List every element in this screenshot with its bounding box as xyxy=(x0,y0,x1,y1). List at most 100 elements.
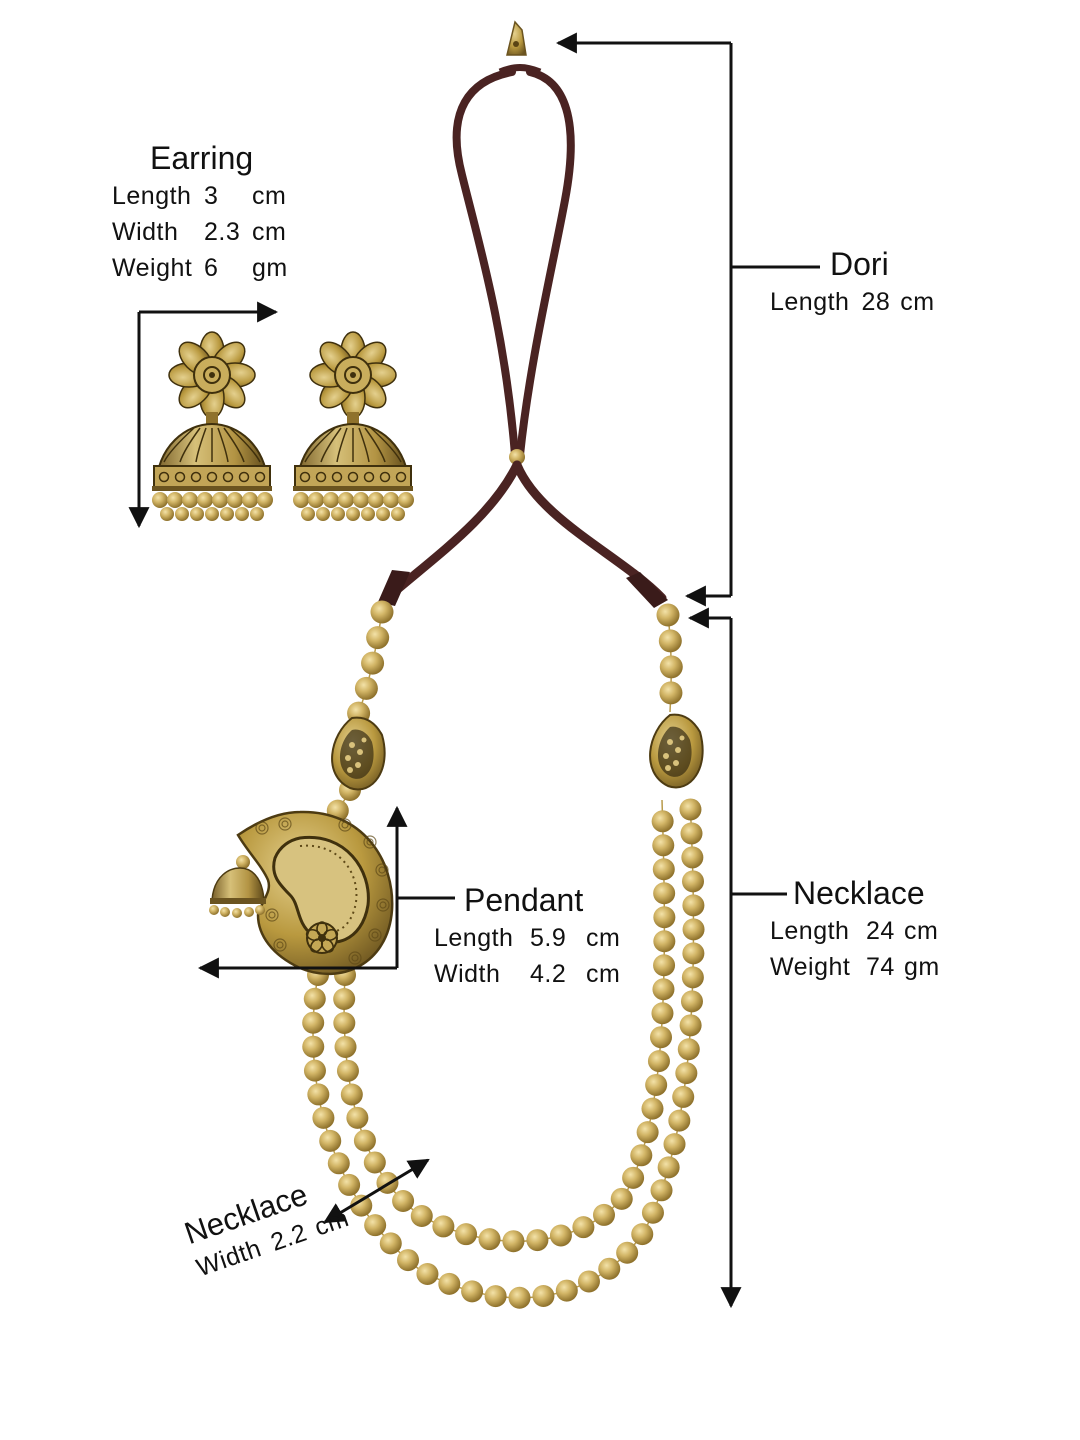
gold-bead xyxy=(333,987,356,1010)
gold-bead xyxy=(364,1214,387,1237)
gold-bead xyxy=(659,681,683,705)
gold-bead xyxy=(478,1228,501,1251)
gold-bead xyxy=(680,822,703,845)
spec-unit: cm xyxy=(586,960,621,988)
spec-value: 2.3 xyxy=(204,218,241,246)
earring-title: Earring xyxy=(150,140,254,176)
spec-value: 4.2 xyxy=(530,960,567,988)
gold-bead xyxy=(319,1129,342,1152)
earring-width-row: Width 2.3 cm xyxy=(112,214,288,250)
gold-bead xyxy=(645,1073,668,1096)
gold-bead xyxy=(598,1257,621,1280)
necklace-width-arrow xyxy=(323,1158,430,1224)
gold-bead xyxy=(641,1201,664,1224)
left-paisley-motif xyxy=(331,716,386,791)
gold-bead xyxy=(681,846,704,869)
spec-unit: gm xyxy=(904,953,940,981)
gold-bead xyxy=(653,954,676,977)
gold-bead xyxy=(302,1011,325,1034)
gold-bead xyxy=(651,1002,674,1025)
gold-bead xyxy=(508,1286,531,1309)
jhumka-earring xyxy=(293,331,414,521)
right-paisley-motif xyxy=(649,713,704,789)
gold-bead xyxy=(672,1085,695,1108)
gold-bead xyxy=(682,894,705,917)
spec-label: Width xyxy=(112,218,179,246)
dori-hook xyxy=(506,20,527,56)
gold-bead xyxy=(659,655,683,679)
gold-bead xyxy=(682,942,705,965)
gold-bead xyxy=(366,626,390,650)
spec-value: 74 xyxy=(866,953,895,981)
gold-bead xyxy=(502,1230,525,1253)
gold-bead xyxy=(549,1224,572,1247)
necklace-weight-row: Weight 74 gm xyxy=(770,949,940,985)
gold-bead xyxy=(610,1187,633,1210)
pendant-width-row: Width 4.2 cm xyxy=(434,956,620,992)
spec-value: 6 xyxy=(204,254,219,282)
pendant-mini-jhumka xyxy=(209,855,266,918)
spec-label: Weight xyxy=(112,254,193,282)
gold-bead xyxy=(630,1144,653,1167)
gold-bead xyxy=(577,1270,600,1293)
necklace-title: Necklace xyxy=(793,875,925,911)
gold-bead xyxy=(302,1035,325,1058)
spec-label: Length xyxy=(434,924,514,952)
gold-bead xyxy=(653,882,676,905)
gold-bead xyxy=(679,798,702,821)
gold-bead xyxy=(656,603,680,627)
gold-bead xyxy=(336,1059,359,1082)
gold-bead xyxy=(312,1106,335,1129)
gold-bead xyxy=(532,1285,555,1308)
gold-bead xyxy=(663,1133,686,1156)
gold-bead xyxy=(397,1249,420,1272)
gold-bead xyxy=(303,1059,326,1082)
gold-bead xyxy=(657,1156,680,1179)
gold-bead xyxy=(631,1223,654,1246)
spec-unit: cm xyxy=(252,218,287,246)
gold-bead xyxy=(616,1241,639,1264)
gold-bead xyxy=(484,1285,507,1308)
gold-bead xyxy=(340,1083,363,1106)
gold-bead xyxy=(592,1203,615,1226)
gold-bead xyxy=(650,1179,673,1202)
spec-label: Weight xyxy=(770,953,851,981)
gold-bead xyxy=(641,1097,664,1120)
spec-unit: cm xyxy=(900,288,935,316)
gold-bead xyxy=(652,858,675,881)
spec-value: 3 xyxy=(204,182,219,210)
spec-value: 24 xyxy=(866,917,895,945)
spec-label: Length xyxy=(770,288,850,316)
gold-bead xyxy=(679,1014,702,1037)
gold-bead xyxy=(572,1216,595,1239)
dori-slide-bead xyxy=(509,449,525,465)
gold-bead xyxy=(416,1262,439,1285)
spec-label: Width xyxy=(434,960,501,988)
gold-bead xyxy=(354,676,378,700)
gold-bead xyxy=(652,978,675,1001)
gold-bead xyxy=(681,966,704,989)
spec-unit: cm xyxy=(904,917,939,945)
gold-bead xyxy=(668,1109,691,1132)
gold-bead xyxy=(652,834,675,857)
gold-bead xyxy=(658,629,682,653)
gold-bead xyxy=(432,1215,455,1238)
gold-bead xyxy=(653,930,676,953)
gold-bead xyxy=(392,1190,415,1213)
spec-unit: cm xyxy=(586,924,621,952)
gold-bead xyxy=(650,1026,673,1049)
gold-bead xyxy=(647,1050,670,1073)
gold-bead xyxy=(338,1173,361,1196)
gold-bead xyxy=(307,1083,330,1106)
gold-bead xyxy=(303,987,326,1010)
gold-bead xyxy=(455,1223,478,1246)
gold-bead xyxy=(333,1011,356,1034)
